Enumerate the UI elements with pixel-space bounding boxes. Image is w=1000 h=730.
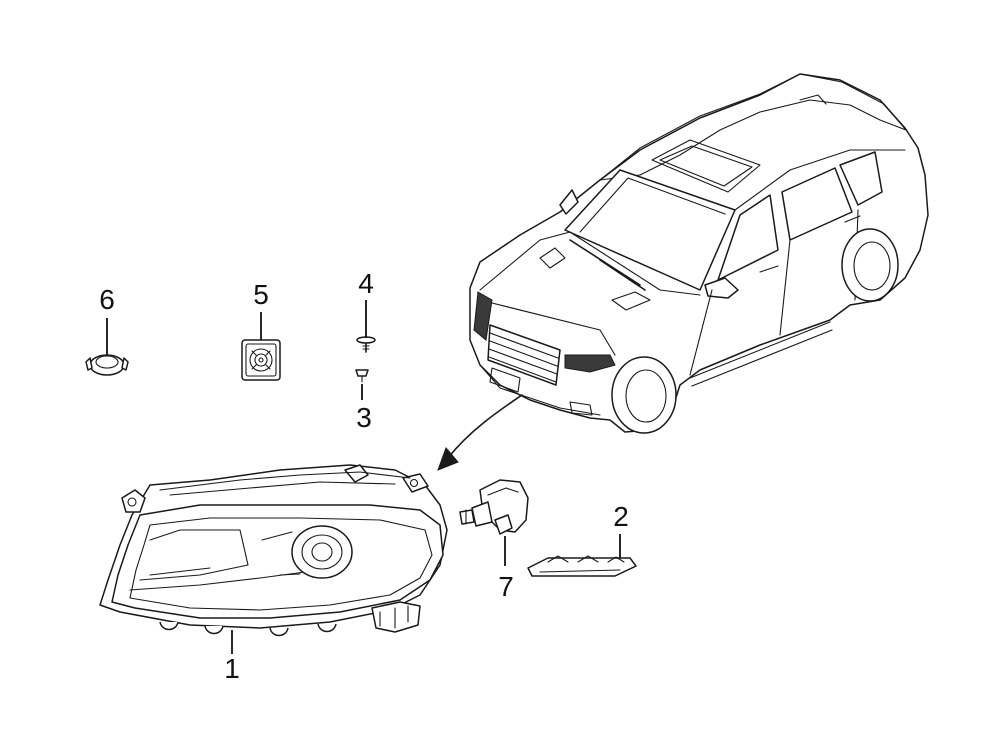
mounting-strip (527, 555, 637, 577)
callout-2: 2 (613, 501, 629, 532)
callout-3: 3 (356, 402, 372, 433)
ballast-module (241, 339, 281, 381)
callout-1: 1 (224, 653, 240, 684)
callout-7: 7 (498, 571, 514, 602)
leader-lines (106, 300, 621, 654)
screw-fastener (355, 369, 369, 383)
callout-5: 5 (253, 279, 269, 310)
bulb-socket (459, 479, 529, 535)
bolt-fastener (356, 336, 376, 353)
callout-4: 4 (358, 268, 374, 299)
headlamp-assembly (99, 464, 448, 637)
callout-6: 6 (99, 284, 115, 315)
callout-labels: 1 2 3 4 5 6 7 (99, 268, 629, 684)
pointer-arrow (437, 394, 523, 471)
dust-cap-ring (85, 354, 129, 376)
vehicle-illustration (469, 73, 929, 434)
